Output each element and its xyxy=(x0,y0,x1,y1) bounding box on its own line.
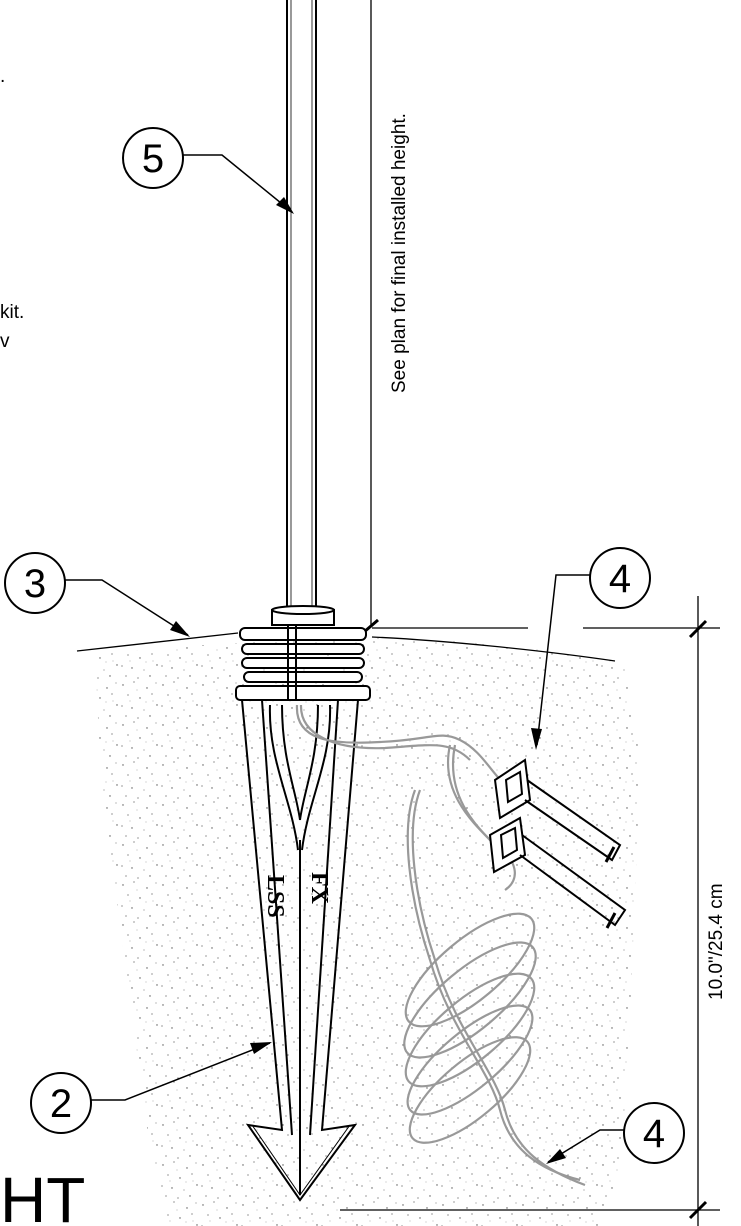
callout-3-label: 3 xyxy=(24,562,46,606)
depth-dimension-label: 10.0"/25.4 cm xyxy=(706,883,727,1000)
wire-connector-upper xyxy=(493,758,622,863)
depth-dimension-line xyxy=(340,596,720,1226)
riser-pipe xyxy=(286,0,317,608)
cropped-text-fragment-2: kit. xyxy=(0,302,24,323)
cropped-title-fragment: HT xyxy=(0,1164,85,1226)
lead-wires xyxy=(295,704,586,1187)
soil-region xyxy=(95,638,640,1226)
callout-4-lower-label: 4 xyxy=(643,1112,665,1156)
stake-threaded-head xyxy=(235,626,371,701)
callout-2-label: 2 xyxy=(50,1082,72,1126)
ground-stake xyxy=(241,699,359,1202)
wire-connector-lower xyxy=(488,816,627,929)
callout-4-lower: 4 xyxy=(546,1102,685,1164)
callout-3: 3 xyxy=(4,552,190,637)
stake-model-mark: LSS xyxy=(262,875,288,918)
callout-5-label: 5 xyxy=(142,137,164,181)
callout-2: 2 xyxy=(30,1042,272,1134)
cropped-text-fragment-1: . xyxy=(0,66,5,87)
cropped-text-fragment-3: v xyxy=(0,331,10,352)
pipe-collar xyxy=(271,605,335,626)
callout-4-upper: 4 xyxy=(531,547,651,750)
height-tick xyxy=(363,618,379,634)
callout-4-upper-label: 4 xyxy=(609,557,631,601)
callout-5: 5 xyxy=(122,127,294,214)
height-note: See plan for final installed height. xyxy=(389,113,410,393)
stake-brand-mark: FX xyxy=(306,872,332,905)
wire-coil xyxy=(403,912,537,1144)
